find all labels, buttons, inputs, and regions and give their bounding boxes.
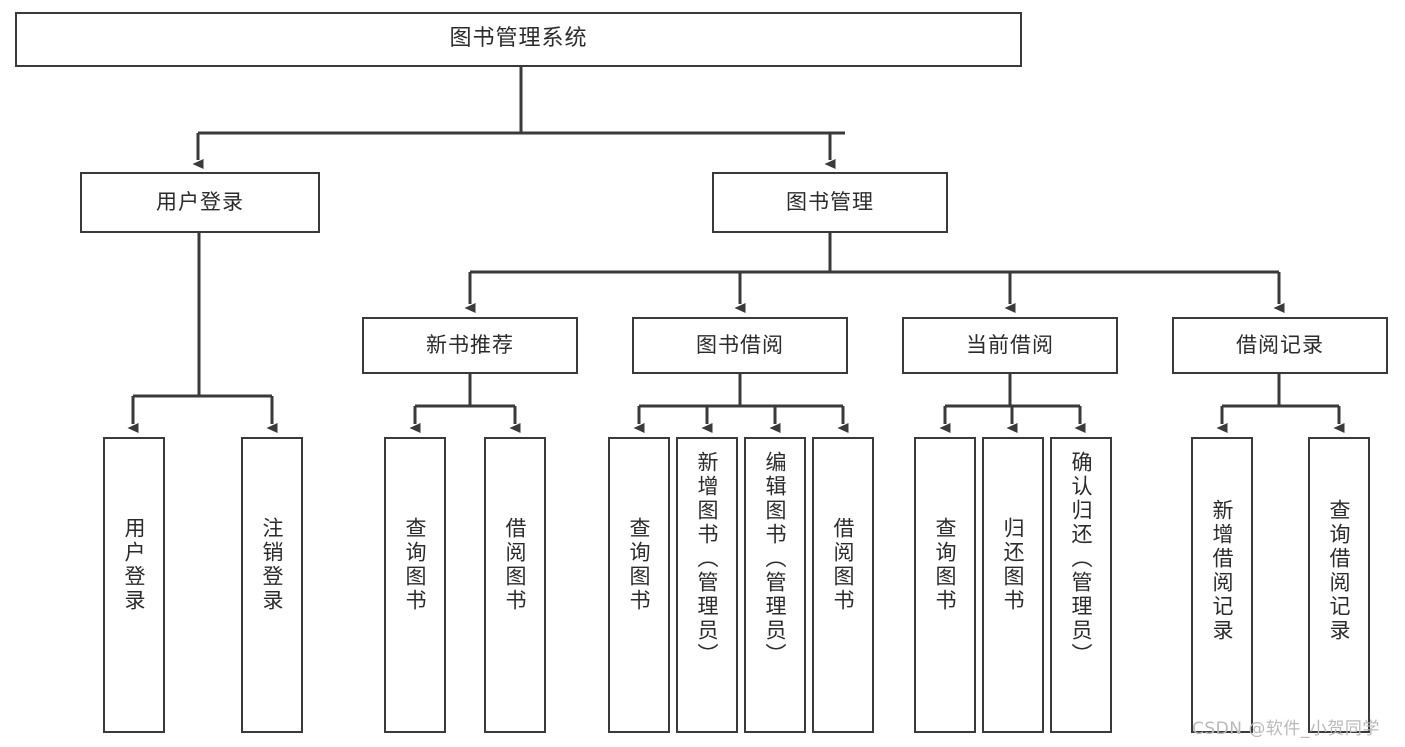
node-root-system[interactable]: 图书管理系统 bbox=[15, 12, 1022, 67]
node-label: 用户登录 bbox=[156, 189, 244, 214]
leaf-user-login[interactable]: 用户登录 bbox=[103, 437, 165, 733]
node-label: 注销登录 bbox=[260, 517, 285, 613]
leaf-logout[interactable]: 注销登录 bbox=[241, 437, 303, 733]
node-borrow-records[interactable]: 借阅记录 bbox=[1172, 317, 1388, 374]
leaf-query-book-borrow[interactable]: 查询图书 bbox=[608, 437, 670, 733]
node-label: 当前借阅 bbox=[966, 332, 1054, 357]
node-label: 查询图书 bbox=[627, 517, 652, 613]
leaf-confirm-return-admin[interactable]: 确认归还（管理员） bbox=[1050, 437, 1112, 733]
node-label: 图书管理 bbox=[786, 189, 874, 214]
node-label: 借阅图书 bbox=[503, 517, 528, 613]
node-current-borrowing[interactable]: 当前借阅 bbox=[902, 317, 1118, 374]
leaf-query-borrow-record[interactable]: 查询借阅记录 bbox=[1308, 437, 1370, 733]
node-label: 查询图书 bbox=[933, 517, 958, 613]
watermark-text: CSDN @软件_小贺同学 bbox=[1192, 719, 1380, 739]
node-label: 新增图书（管理员） bbox=[695, 451, 720, 667]
leaf-query-book-rec[interactable]: 查询图书 bbox=[384, 437, 446, 733]
node-label: 归还图书 bbox=[1001, 517, 1026, 613]
node-label: 新增借阅记录 bbox=[1210, 499, 1235, 643]
node-label: 新书推荐 bbox=[426, 332, 514, 357]
node-label: 图书借阅 bbox=[696, 332, 784, 357]
node-label: 用户登录 bbox=[122, 517, 147, 613]
node-book-management[interactable]: 图书管理 bbox=[712, 172, 948, 233]
leaf-add-book-admin[interactable]: 新增图书（管理员） bbox=[676, 437, 738, 733]
node-label: 图书管理系统 bbox=[449, 26, 588, 52]
node-label: 查询借阅记录 bbox=[1327, 499, 1352, 643]
node-user-login[interactable]: 用户登录 bbox=[80, 172, 320, 233]
leaf-edit-book-admin[interactable]: 编辑图书（管理员） bbox=[744, 437, 806, 733]
node-label: 确认归还（管理员） bbox=[1069, 451, 1094, 667]
leaf-borrow-book-rec[interactable]: 借阅图书 bbox=[484, 437, 546, 733]
leaf-add-borrow-record[interactable]: 新增借阅记录 bbox=[1191, 437, 1253, 733]
node-label: 借阅记录 bbox=[1236, 332, 1324, 357]
node-label: 编辑图书（管理员） bbox=[763, 451, 788, 667]
leaf-query-book-current[interactable]: 查询图书 bbox=[914, 437, 976, 733]
node-label: 查询图书 bbox=[403, 517, 428, 613]
leaf-return-book[interactable]: 归还图书 bbox=[982, 437, 1044, 733]
node-new-book-recommendation[interactable]: 新书推荐 bbox=[362, 317, 578, 374]
node-label: 借阅图书 bbox=[831, 517, 856, 613]
leaf-borrow-book[interactable]: 借阅图书 bbox=[812, 437, 874, 733]
node-book-borrowing[interactable]: 图书借阅 bbox=[632, 317, 848, 374]
